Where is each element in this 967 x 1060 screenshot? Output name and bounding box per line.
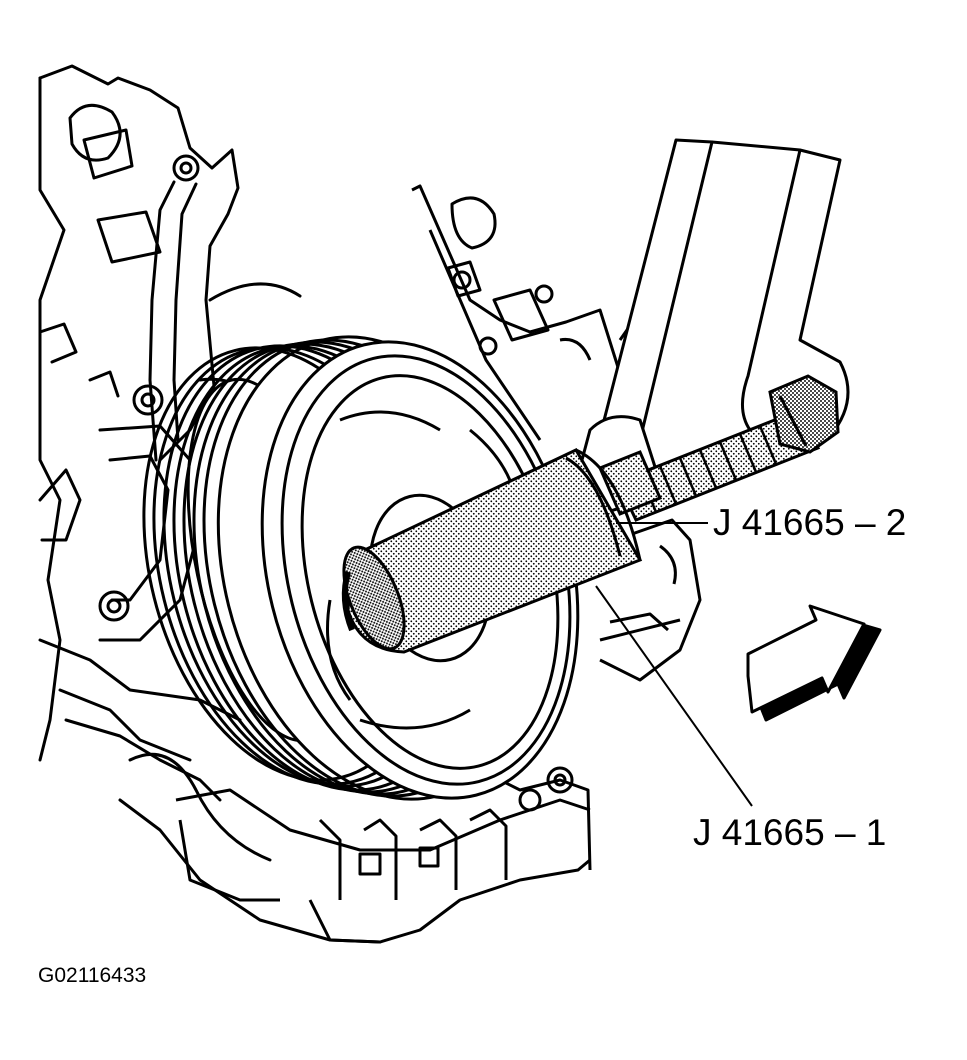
- leader-lines: [595, 522, 753, 807]
- callout-j41665-2: J 41665 – 2: [713, 502, 907, 543]
- installer-sleeve: [341, 448, 643, 654]
- oil-pan-area: [175, 766, 592, 944]
- direction-arrow-icon: [746, 604, 882, 722]
- figure-id: G02116433: [38, 964, 147, 987]
- threaded-forcing-screw: [598, 374, 840, 522]
- callout-j41665-1: J 41665 – 1: [693, 812, 887, 853]
